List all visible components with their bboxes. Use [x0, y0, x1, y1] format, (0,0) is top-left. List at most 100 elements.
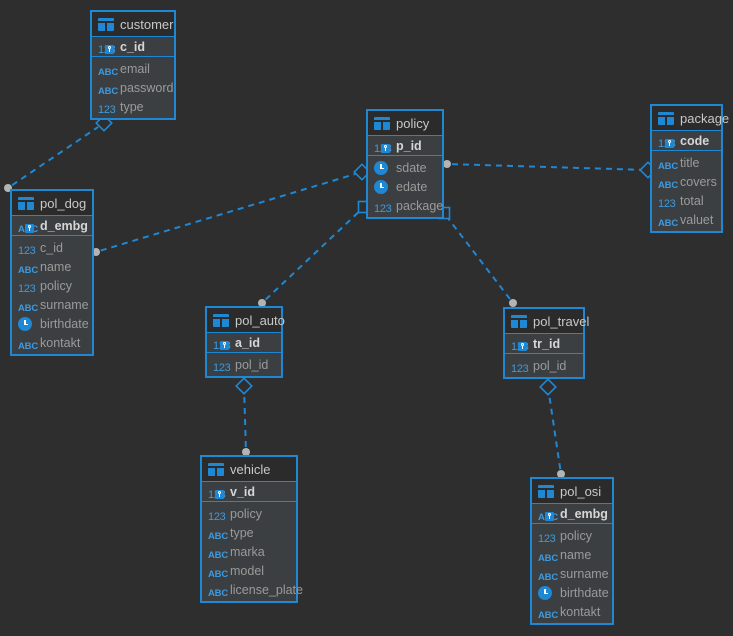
primary-key-row[interactable]: 123a_id — [207, 333, 281, 352]
number-key-icon: 123 — [658, 134, 676, 150]
relationship-policy-package[interactable] — [443, 160, 657, 179]
primary-key-row[interactable]: ABCd_embg — [532, 504, 612, 523]
relationship-endpoint-circle[interactable] — [443, 160, 451, 168]
type-label: ABC — [658, 160, 678, 172]
column-row[interactable]: birthdate — [12, 314, 92, 333]
type-label: 123 — [98, 103, 116, 116]
column-name: type — [230, 525, 254, 540]
entity-table-package[interactable]: package123codeABCtitleABCcovers123totalA… — [650, 104, 729, 233]
column-name: edate — [396, 179, 428, 194]
entity-header[interactable]: pol_dog — [12, 191, 92, 215]
column-name: p_id — [396, 138, 422, 153]
relationship-pol_dog-policy[interactable] — [92, 163, 371, 256]
relationship-line — [451, 163, 642, 171]
number-key-icon: 123 — [374, 139, 392, 155]
entity-header[interactable]: policy — [368, 111, 442, 135]
date-icon — [18, 316, 35, 331]
primary-key-row[interactable]: 123 p_id — [368, 136, 442, 155]
column-row[interactable]: sdate — [368, 158, 442, 177]
relationship-pol_travel-policy[interactable] — [437, 206, 518, 308]
text-icon: ABC — [98, 62, 118, 78]
column-name: covers — [680, 174, 717, 189]
primary-key-row[interactable]: 123v_id — [202, 482, 296, 501]
table-icon — [511, 314, 527, 328]
entity-header[interactable]: pol_travel — [505, 309, 589, 333]
relationship-pol_osi-pol_travel[interactable] — [539, 378, 565, 478]
column-row[interactable]: edate — [368, 177, 442, 196]
entity-header[interactable]: pol_auto — [207, 308, 285, 332]
column-name: pol_id — [533, 358, 567, 373]
entity-table-pol_osi[interactable]: pol_osiABCd_embg 123policyABCnameABCsurna… — [530, 477, 614, 625]
entity-header[interactable]: customer — [92, 12, 174, 36]
entity-table-vehicle[interactable]: vehicle123v_id123policyABCtypeABCmarkaAB… — [200, 455, 303, 603]
type-label: ABC — [208, 530, 228, 542]
relationship-vehicle-pol_auto[interactable] — [235, 377, 253, 456]
column-name: package — [396, 198, 444, 213]
type-label: 123 — [538, 532, 556, 545]
entity-table-pol_dog[interactable]: pol_dogABCd_embg123c_idABCname123policyA… — [10, 189, 94, 356]
primary-key-icon — [665, 138, 674, 148]
relationship-endpoint-diamond[interactable] — [235, 377, 253, 395]
type-label: ABC — [18, 302, 38, 314]
number-icon: 123 — [538, 529, 556, 545]
column-row[interactable]: birthdate — [532, 583, 612, 602]
entity-header[interactable]: vehicle — [202, 457, 296, 481]
type-label: ABC — [18, 264, 38, 276]
type-label: 123 — [213, 361, 231, 374]
entity-header[interactable]: package — [652, 106, 729, 130]
relationship-line — [548, 393, 562, 470]
text-icon: ABC — [208, 564, 228, 580]
number-icon: 123 — [208, 507, 226, 523]
relationship-customer-pol_dog[interactable] — [4, 114, 113, 192]
primary-key-row[interactable]: 123code — [652, 131, 721, 150]
type-label: ABC — [208, 568, 228, 580]
primary-key-row[interactable]: 123tr_id — [505, 334, 583, 353]
relationship-line — [264, 211, 360, 301]
column-name: v_id — [230, 484, 256, 499]
text-icon: ABC — [208, 545, 228, 561]
relationship-endpoint-circle[interactable] — [509, 299, 517, 307]
entity-table-customer[interactable]: customer123c_idABCemailABCpassword123typ… — [90, 10, 176, 120]
entity-header[interactable]: pol_osi — [532, 479, 612, 503]
number-icon: 123 — [18, 279, 36, 295]
entity-title: policy — [396, 115, 430, 131]
primary-key-row[interactable]: ABCd_embg — [12, 216, 92, 235]
relationship-pol_auto-policy[interactable] — [258, 200, 371, 308]
relationship-endpoint-diamond[interactable] — [539, 378, 557, 396]
table-icon — [538, 484, 554, 498]
relationship-line — [447, 217, 511, 300]
